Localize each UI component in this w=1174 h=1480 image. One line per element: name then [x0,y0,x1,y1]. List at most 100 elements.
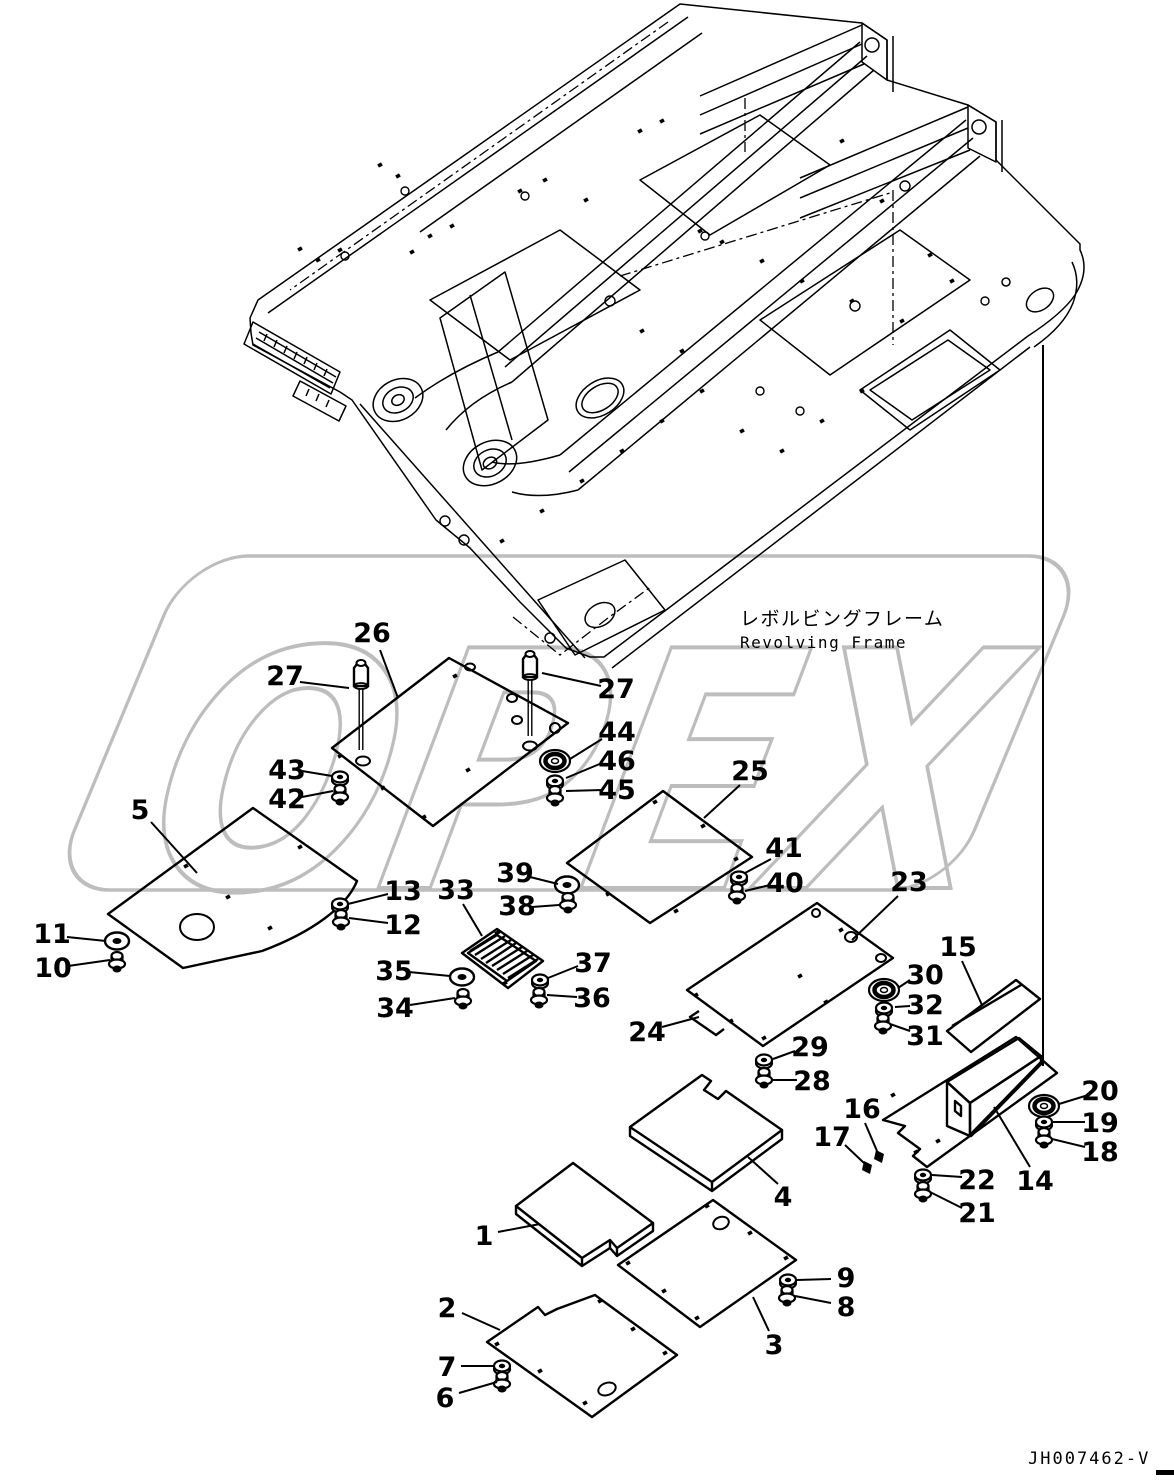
bolt-hole-dot [890,1092,896,1098]
bolt-hole-dot [704,1203,710,1209]
bolt-hole-dot [838,927,844,933]
bolt-hole-dot [380,785,386,791]
callout-23: 23 [851,867,928,941]
callout-12: 12 [348,910,422,941]
bolt-hole-dot [661,1288,667,1294]
right-cap-inner [1033,261,1078,348]
bolt-hole-dot [377,162,383,168]
bolt-tip [732,897,742,905]
grommet-hole [550,757,560,765]
bolt-hole-dot [949,278,955,284]
frame-boss [864,37,880,53]
washer-hole [112,938,122,944]
fastener-bolt [529,986,549,1009]
mount-bolt-flange [522,673,538,681]
bolt-hole-dot [395,173,401,179]
callout-leader [931,1174,963,1178]
fastener-washer [553,875,581,895]
callout-32: 32 [894,990,944,1021]
callout-29: 29 [772,1032,829,1063]
callout-38: 38 [498,891,560,922]
fastener-grommet [538,748,572,774]
plate-hole [875,953,887,963]
plate-4 [628,1073,784,1184]
bolt-hole-dot [747,1230,753,1236]
fastener-grommet [867,977,901,1003]
callout-leader [409,997,456,1006]
plate-hole [597,1381,617,1397]
bolt-hole-dot [639,328,645,334]
bolt-hole-dot [913,1149,919,1155]
bolt-hole-dot [637,128,643,134]
cross-beam-b-mid [799,127,969,199]
fastener-bolt [727,882,747,905]
fastener-nut [913,1168,933,1185]
callout-number: 17 [813,1122,851,1153]
bolt-hole-dot [779,448,785,454]
callout-number: 35 [375,956,413,987]
callout-leader [1058,1095,1086,1105]
callout-number: 40 [766,868,804,899]
fastener-bolt [545,784,565,807]
callout-leader [67,959,111,967]
bolt-hole-dot [421,814,427,820]
callout-number: 11 [33,919,71,950]
callout-leader [546,994,578,998]
watermark: OPEX [67,554,1071,968]
callout-number: 34 [376,993,414,1024]
callout-35: 35 [375,956,451,987]
nut-hole [760,1057,768,1063]
callout-36: 36 [546,983,611,1014]
callout-number: 3 [765,1330,784,1361]
fastener-bolt [492,1370,512,1393]
callout-number: 32 [906,990,944,1021]
fastener-nut [530,973,550,990]
bolt-hole-dot [502,980,508,986]
bolt-hole-dot [859,388,865,394]
bolt-hole-dot [427,233,433,239]
callout-number: 18 [1081,1137,1119,1168]
fastener-washer [103,931,131,951]
cross-beam-b-cap [967,104,997,163]
callout-27: 27 [541,672,635,705]
callout-number: 10 [34,953,72,984]
callout-number: 15 [939,932,977,963]
frame-boss [462,439,518,487]
callout-number: 21 [958,1198,996,1229]
plate-5 [106,806,359,970]
grommet-ring [543,751,567,771]
left-edge-inner [359,403,586,659]
washer-hole [562,882,572,888]
hidden-long [619,191,894,277]
frame-hole [755,386,765,396]
callout-46: 46 [565,746,636,779]
callout-leader [744,858,772,874]
plate-2 [485,1293,679,1419]
nut-hole [498,1363,506,1369]
plate-15 [945,978,1042,1054]
step-tread-3 [252,343,331,389]
nut-hole [336,774,344,780]
fastener-nut [874,1001,894,1018]
callout-leader [794,1295,832,1304]
plate-23-tab [688,1010,725,1037]
callout-number: 22 [958,1165,996,1196]
mount-bolt-cap [355,659,367,667]
callout-22: 22 [931,1165,996,1196]
callout-leader [408,971,451,977]
bolt-tip [1039,1141,1049,1149]
bolt-hole-dot [465,767,471,773]
bolt-hole-dot [899,318,905,324]
nut-hole [336,901,344,907]
callout-leader [661,1016,700,1028]
fastener-pin [862,1161,872,1174]
nut-hole [784,1277,792,1283]
callout-number: 37 [574,948,612,979]
callout-9: 9 [796,1263,855,1294]
cross-beam-b-bottom [799,149,971,219]
bolt-hole-dot [761,1035,767,1041]
bolt-hole-dot [625,1260,631,1266]
bolt-hole-dot [225,894,231,900]
bolt-hole-dot [315,257,321,263]
